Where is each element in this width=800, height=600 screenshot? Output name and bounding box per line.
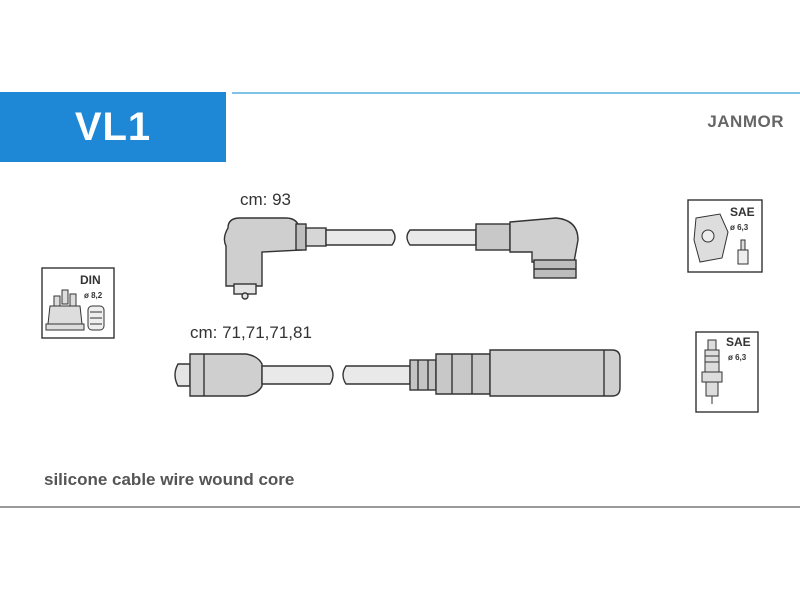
- din-badge: DIN ø 8,2: [41, 267, 115, 339]
- footer-divider: [0, 506, 800, 508]
- brand-name: JANMOR: [707, 112, 784, 131]
- distributor-cap-icon: [45, 289, 105, 331]
- sae-bottom-badge: SAE ø 6,3: [695, 331, 759, 413]
- sae-top-standard: SAE: [730, 205, 755, 219]
- bottom-cable: [174, 349, 621, 397]
- top-cable: [223, 217, 579, 300]
- top-cable-length: cm: 93: [240, 190, 292, 209]
- din-diameter: ø 8,2: [84, 291, 103, 300]
- code-banner: [0, 92, 226, 162]
- header-divider: [232, 92, 800, 94]
- sae-top-badge: SAE ø 6,3: [687, 199, 763, 273]
- product-code: VL1: [74, 104, 152, 149]
- bottom-cable-right-boot: [435, 353, 491, 395]
- spark-plug-icon: [701, 339, 723, 404]
- bottom-cable-length: cm: 71,71,71,81: [190, 323, 312, 342]
- sae-top-diameter: ø 6,3: [730, 223, 749, 232]
- sae-bottom-standard: SAE: [726, 335, 751, 349]
- top-cable-right-boot: [509, 217, 579, 263]
- din-standard: DIN: [80, 273, 101, 287]
- bottom-cable-left-boot: [189, 353, 263, 397]
- cable-description: silicone cable wire wound core: [44, 470, 295, 489]
- top-cable-left-boot: [223, 217, 303, 287]
- coil-icon: [693, 213, 749, 265]
- sae-bottom-diameter: ø 6,3: [728, 353, 747, 362]
